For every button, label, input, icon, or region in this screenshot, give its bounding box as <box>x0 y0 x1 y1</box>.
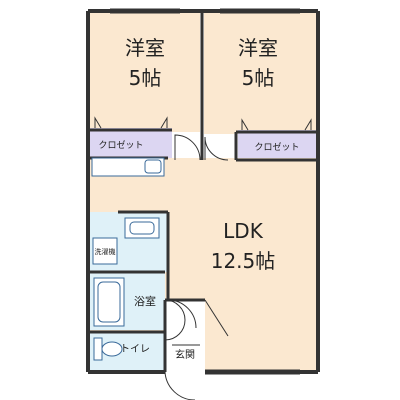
bedroom-right-size: 5帖 <box>242 66 275 90</box>
bath-label: 浴室 <box>134 294 156 308</box>
washer-space-icon <box>92 237 118 265</box>
bathtub-icon <box>93 277 125 327</box>
ldk-size: 12.5帖 <box>211 249 276 273</box>
bedroom-left-area <box>90 12 200 132</box>
entrance-area <box>165 300 205 370</box>
washer-label: 洗濯機 <box>95 247 116 256</box>
entrance-label: 玄関 <box>175 348 195 361</box>
bedroom-right-name: 洋室 <box>238 36 278 60</box>
bedroom-left-size: 5帖 <box>129 66 162 90</box>
doors <box>164 134 229 400</box>
ldk-name: LDK <box>223 219 264 243</box>
washbasin-icon <box>124 217 160 239</box>
closet-left-area <box>90 128 172 158</box>
bedroom-left-name: 洋室 <box>125 36 165 60</box>
toilet-label: トイレ <box>120 344 150 355</box>
windows <box>110 8 300 375</box>
closet-right-label: クロゼット <box>254 141 299 153</box>
closet-marks <box>94 116 312 131</box>
kitchen-counter <box>91 157 165 177</box>
closet-left-label: クロゼット <box>98 139 143 151</box>
bedroom-right-area <box>204 12 316 134</box>
closet-right-area <box>238 130 316 160</box>
sink-icon <box>144 159 162 174</box>
toilet-icon <box>93 337 123 361</box>
